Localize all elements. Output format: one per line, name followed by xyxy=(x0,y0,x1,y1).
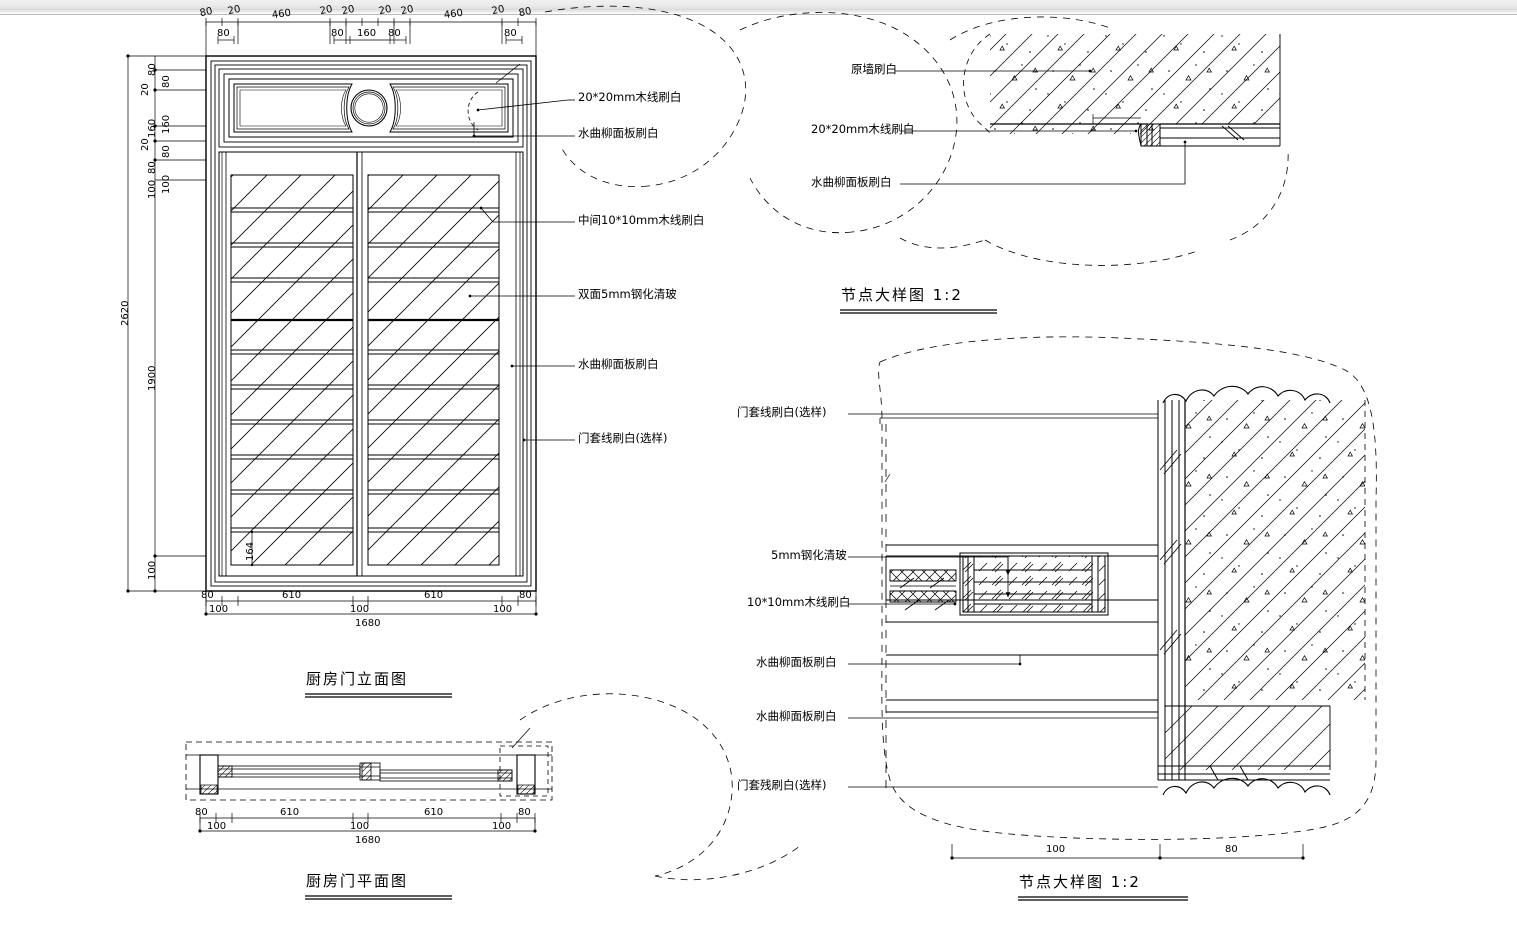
elev-bot-dim-610-left: 610 xyxy=(282,590,302,601)
elev-left-dim-20a: 20 xyxy=(140,83,151,96)
elev-left-dim-80b: 80 xyxy=(147,161,158,174)
note-door-casing-line: 门套线刷白(选样) xyxy=(578,431,668,445)
note-wood-line-20x20: 20*20mm木线刷白 xyxy=(578,90,682,104)
note-ash-panel-detail-2: 水曲柳面板刷白 xyxy=(756,709,837,723)
note-detail-ash-panel: 水曲柳面板刷白 xyxy=(811,175,892,189)
elev-left-dim-1900: 1900 xyxy=(147,365,158,391)
elev-top2-dim-80d: 80 xyxy=(504,28,517,39)
elev-left-inner-80a: 80 xyxy=(161,75,172,88)
note-ash-panel-top: 水曲柳面板刷白 xyxy=(578,126,659,140)
note-wood-line-10x10-detail: 10*10mm木线刷白 xyxy=(747,595,851,609)
elev-bot2-dim-100a: 100 xyxy=(209,604,229,615)
note-wood-line-10x10: 中间10*10mm木线刷白 xyxy=(578,213,705,227)
elev-top2-dim-160: 160 xyxy=(357,28,377,39)
note-casing-residual-white-sample: 门套残刷白(选样) xyxy=(737,778,827,792)
elev-bot-dim-80-left: 80 xyxy=(201,590,214,601)
detail-top-title: 节点大样图 1:2 xyxy=(841,286,963,304)
plan-dim-80-right: 80 xyxy=(518,807,531,818)
elev-left-dim-100a: 100 xyxy=(147,179,158,199)
plan-view-title: 厨房门平面图 xyxy=(306,872,409,890)
elev-bot-dim-610-right: 610 xyxy=(424,590,444,601)
elev-left-inner-80b: 80 xyxy=(161,145,172,158)
window-chrome-bar xyxy=(0,0,1517,15)
detail-bottom-dim-80: 80 xyxy=(1225,844,1238,855)
plan-dim-80-left: 80 xyxy=(195,807,208,818)
elev-bot2-dim-100b: 100 xyxy=(350,604,370,615)
elevation-view-title: 厨房门立面图 xyxy=(306,670,409,688)
elev-top2-dim-80b: 80 xyxy=(331,28,344,39)
plan-dim-100c: 100 xyxy=(492,821,512,832)
plan-dim-total-1680: 1680 xyxy=(355,835,381,846)
elev-left-inner-100: 100 xyxy=(161,174,172,194)
note-ash-panel-detail-1: 水曲柳面板刷白 xyxy=(756,655,837,669)
elev-bot2-dim-100c: 100 xyxy=(493,604,513,615)
elev-bot-dim-total-1680: 1680 xyxy=(355,618,381,629)
elev-left-inner-160: 160 xyxy=(161,114,172,134)
elev-left-dim-20b: 20 xyxy=(140,138,151,151)
elev-left-dim-2620: 2620 xyxy=(120,300,131,326)
detail-bottom-title: 节点大样图 1:2 xyxy=(1019,873,1141,891)
plan-dim-610-right: 610 xyxy=(424,807,444,818)
plan-dim-100a: 100 xyxy=(207,821,227,832)
note-glass-5mm: 双面5mm钢化清玻 xyxy=(578,287,677,301)
note-detail-wood-line-20x20: 20*20mm木线刷白 xyxy=(811,122,915,136)
elev-bot-dim-80-right: 80 xyxy=(519,590,532,601)
elev-top2-dim-80a: 80 xyxy=(217,28,230,39)
detail-bottom-dim-100: 100 xyxy=(1046,844,1066,855)
note-casing-line-white-sample: 门套线刷白(选样) xyxy=(737,405,827,419)
elev-left-dim-160: 160 xyxy=(147,118,158,138)
elev-pane-dim-164: 164 xyxy=(245,541,256,561)
elev-left-dim-80a: 80 xyxy=(147,63,158,76)
plan-dim-610-left: 610 xyxy=(280,807,300,818)
elev-top2-dim-80c: 80 xyxy=(388,28,401,39)
note-original-wall-white: 原墙刷白 xyxy=(851,62,897,76)
elev-left-dim-100-base: 100 xyxy=(147,560,158,580)
note-ash-panel-mid: 水曲柳面板刷白 xyxy=(578,357,659,371)
note-glass-5mm-detail: 5mm钢化清玻 xyxy=(771,548,847,562)
plan-dim-100b: 100 xyxy=(350,821,370,832)
